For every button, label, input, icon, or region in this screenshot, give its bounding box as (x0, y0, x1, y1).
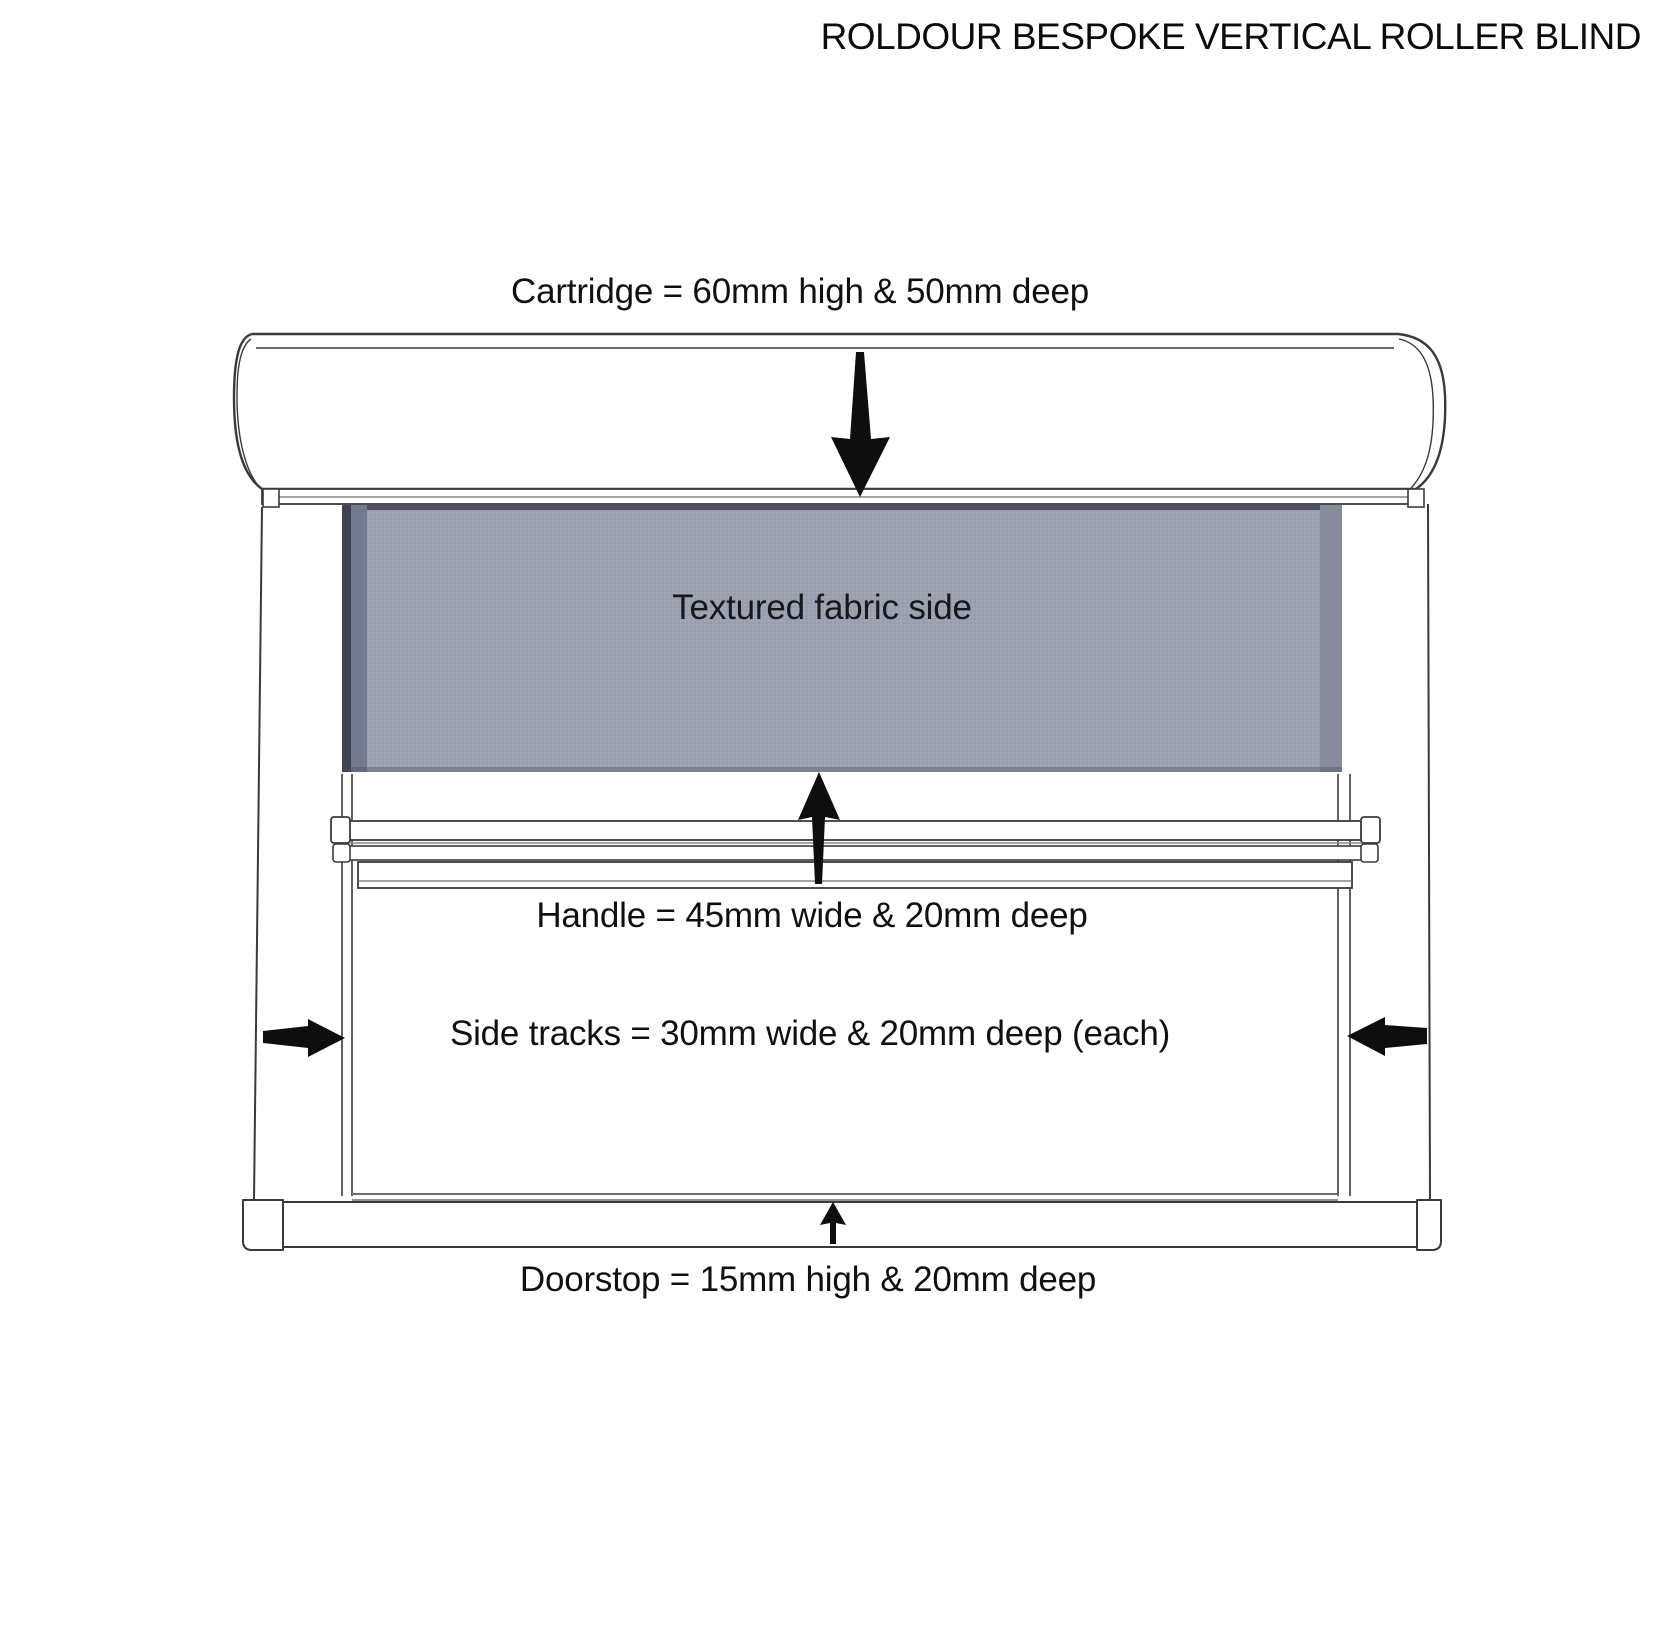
page-title: ROLDOUR BESPOKE VERTICAL ROLLER BLIND (820, 16, 1642, 57)
fabric-right-edge (1320, 505, 1342, 772)
right-track-left-arrow-icon (1347, 1017, 1427, 1056)
handle-assembly (330, 816, 1381, 889)
fabric-panel (342, 505, 1342, 772)
cartridge-label: Cartridge = 60mm high & 50mm deep (511, 272, 1089, 311)
fabric-texture (342, 505, 1342, 772)
cartridge-drawing (232, 332, 1447, 508)
doorstop-bar (281, 1201, 1419, 1248)
fabric-top-edge (342, 505, 1342, 510)
handle-lower-right-endcap (1360, 843, 1379, 863)
cartridge-down-arrow-icon (831, 352, 890, 497)
cartridge-body (232, 332, 1447, 491)
handle-up-arrow-icon (798, 772, 840, 884)
side-tracks-label: Side tracks = 30mm wide & 20mm deep (eac… (449, 1014, 1171, 1053)
left-track-outer-line (253, 506, 263, 1201)
cartridge-left-curve (236, 338, 261, 489)
handle-left-endcap (330, 816, 351, 844)
fabric-left-edge-dark (342, 505, 351, 772)
handle-lower-left-endcap (332, 843, 351, 863)
cartridge-left-endcap (262, 488, 280, 508)
handle-lower-bar (348, 845, 1363, 861)
doorstop-right-foot (1416, 1199, 1442, 1251)
fabric-bottom-shade (342, 767, 1342, 772)
doorstop-drawing (242, 1193, 1442, 1251)
handle-label: Handle = 45mm wide & 20mm deep (536, 896, 1088, 935)
handle-upper-bar (348, 820, 1363, 841)
cartridge-right-curve (1398, 338, 1435, 489)
side-track-right (1337, 503, 1431, 1201)
right-track-outer-line (1427, 503, 1431, 1201)
fabric-left-edge-mid (351, 505, 367, 772)
left-track-right-arrow-icon (263, 1019, 345, 1057)
cartridge-right-endcap (1407, 488, 1425, 508)
doorstop-label: Doorstop = 15mm high & 20mm deep (519, 1260, 1097, 1299)
handle-right-endcap (1360, 816, 1381, 844)
doorstop-left-foot (242, 1199, 284, 1251)
fabric-label: Textured fabric side (672, 588, 972, 627)
doorstop-up-arrow-icon (820, 1202, 846, 1244)
bottom-rail (357, 861, 1353, 889)
